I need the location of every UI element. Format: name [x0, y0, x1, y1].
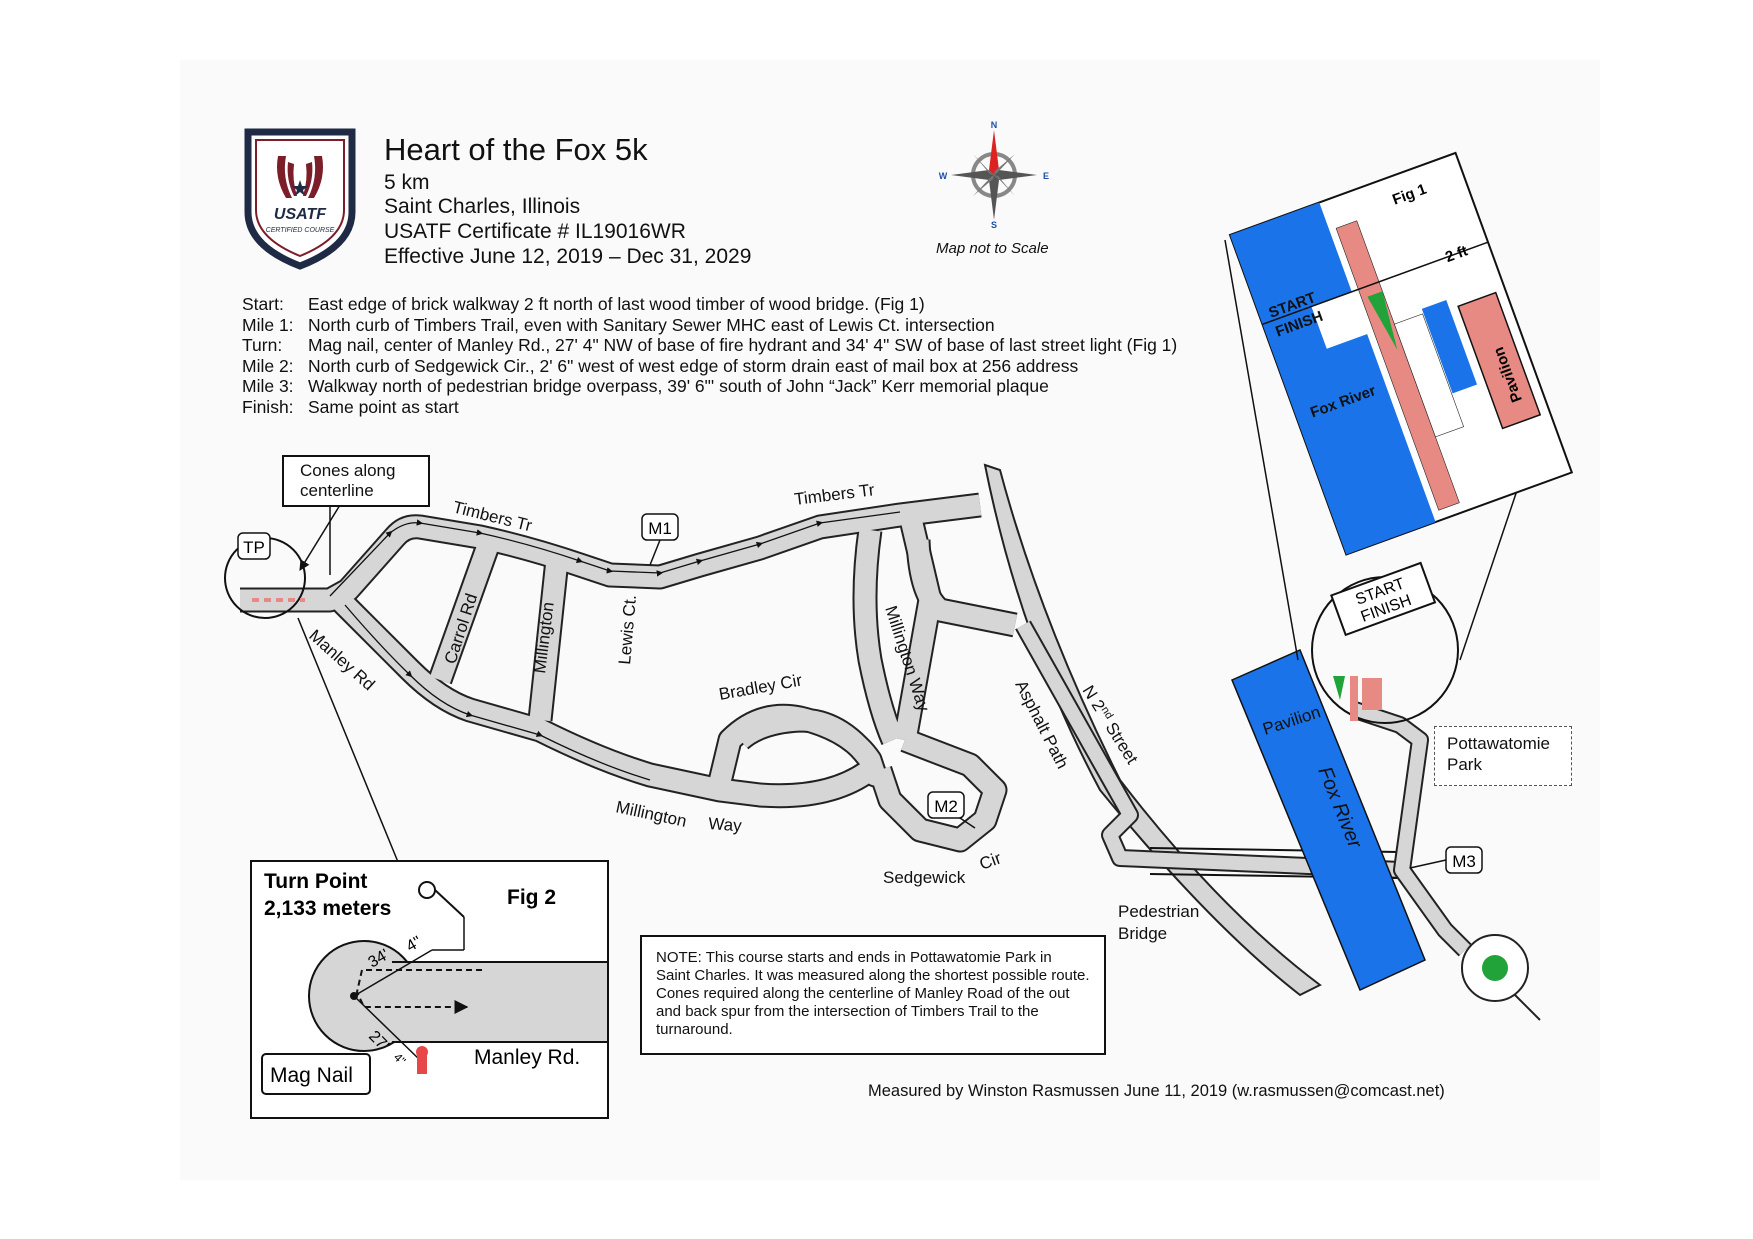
- cones-line-1: Cones along: [300, 461, 396, 480]
- label-lewis: Lewis Ct.: [615, 594, 640, 665]
- fig2-title: Fig 2: [507, 886, 556, 909]
- marker-m1-label: M1: [648, 519, 672, 538]
- note-text: North curb of Timbers Trail, even with S…: [308, 314, 995, 335]
- note-text: Walkway north of pedestrian bridge overp…: [308, 376, 1049, 396]
- fig2-heading-1: Turn Point: [264, 870, 367, 893]
- n2nd-superscript: nd: [1099, 704, 1116, 721]
- notes-labels: Start: Mile 1: Turn: Mile 2: Mile 3: Fin…: [242, 294, 294, 417]
- note-label: Mile 1:: [242, 314, 294, 335]
- label-sedgewick: Sedgewick: [883, 868, 966, 887]
- note-label: Mile 3:: [242, 376, 294, 396]
- fig1-detail: Fig 1 2 ft START FINISH Fox River Pavili…: [1228, 151, 1574, 556]
- fig2-drawing: 34' 4" 27' 4" Turn Point 2,133 meters Fi…: [261, 870, 607, 1095]
- fig2-dist-2b: 4": [391, 1050, 409, 1068]
- logo-subtitle: CERTIFIED COURSE: [266, 227, 335, 234]
- compass-north: N: [991, 120, 998, 130]
- course-note: NOTE: This course starts and ends in Pot…: [640, 935, 1106, 1055]
- note-label: Start:: [242, 294, 284, 314]
- fig2-road-label: Manley Rd.: [474, 1046, 580, 1069]
- fig2-heading-2: 2,133 meters: [264, 897, 391, 920]
- logo-wordmark: USATF: [274, 206, 327, 223]
- start-finish-marker: [1333, 676, 1345, 700]
- route-lines: [329, 511, 901, 781]
- label-bradley: Bradley Cir: [717, 671, 803, 704]
- park-line-1: Pottawatomie: [1447, 734, 1550, 753]
- park-label: Pottawatomie Park: [1434, 726, 1572, 786]
- measurer-credit: Measured by Winston Rasmussen June 11, 2…: [868, 1082, 1445, 1100]
- note-label: Turn:: [242, 335, 283, 355]
- fig2-dist-1b: 4": [404, 933, 425, 955]
- marker-m1: M1: [641, 513, 679, 566]
- marker-m2: M2: [927, 791, 976, 829]
- effective-dates: Effective June 12, 2019 – Dec 31, 2029: [384, 245, 752, 268]
- compass-east: E: [1043, 171, 1049, 181]
- note-text: Mag nail, center of Manley Rd., 27' 4" N…: [308, 335, 1178, 355]
- fig2-nail-label: Mag Nail: [270, 1064, 353, 1087]
- asphalt-path: [1016, 621, 1401, 877]
- label-timbers-east: Timbers Tr: [793, 480, 876, 509]
- pavilion-small: [1362, 678, 1382, 710]
- label-millington-way-south-2: Way: [708, 814, 743, 835]
- compass-south: S: [991, 220, 997, 228]
- usatf-logo: USATF CERTIFIED COURSE: [244, 128, 356, 270]
- start-finish-callout: START FINISH: [1330, 561, 1437, 637]
- fig2-panel: 34' 4" 27' 4" Turn Point 2,133 meters Fi…: [250, 860, 609, 1119]
- cones-line-2: centerline: [300, 481, 374, 500]
- scale-note: Map not to Scale: [936, 240, 1049, 257]
- roundabout-island: [1482, 955, 1508, 981]
- cones-callout: Cones along centerline: [282, 455, 430, 507]
- fig1-dimension: 2 ft: [1443, 242, 1470, 266]
- marker-tp-label: TP: [243, 538, 265, 557]
- park-line-2: Park: [1447, 755, 1482, 774]
- label-cir: Cir: [977, 848, 1004, 873]
- note-text: East edge of brick walkway 2 ft north of…: [308, 294, 925, 314]
- notes-descriptions: East edge of brick walkway 2 ft north of…: [308, 294, 1177, 417]
- marker-m2-label: M2: [934, 797, 958, 816]
- note-text: Same point as start: [308, 396, 459, 417]
- roundabout-exit: [1514, 994, 1541, 1021]
- fig1-leader-left: [1224, 239, 1299, 661]
- marker-tp: TP: [237, 532, 271, 560]
- marker-m3-label: M3: [1452, 852, 1476, 871]
- label-millington-way-south: Millington: [614, 797, 688, 831]
- marker-m3: M3: [1409, 846, 1483, 874]
- start-finish-walkway: [1350, 676, 1358, 721]
- race-location: Saint Charles, Illinois: [384, 195, 581, 218]
- label-pedestrian: Pedestrian: [1118, 902, 1199, 921]
- note-label: Finish:: [242, 396, 294, 417]
- compass-west: W: [939, 171, 948, 181]
- note-text: North curb of Sedgewick Cir., 2' 6" west…: [308, 355, 1079, 376]
- race-distance: 5 km: [384, 171, 430, 194]
- fox-river: [1231, 649, 1426, 992]
- note-label: Mile 2:: [242, 355, 294, 376]
- certificate-number: USATF Certificate # IL19016WR: [384, 220, 686, 243]
- compass-rose-icon: N S W E: [939, 120, 1049, 228]
- page-title: Heart of the Fox 5k: [384, 132, 648, 167]
- label-bridge: Bridge: [1118, 924, 1167, 943]
- cones-arrow: [299, 504, 341, 571]
- fig2-leader: [297, 617, 399, 863]
